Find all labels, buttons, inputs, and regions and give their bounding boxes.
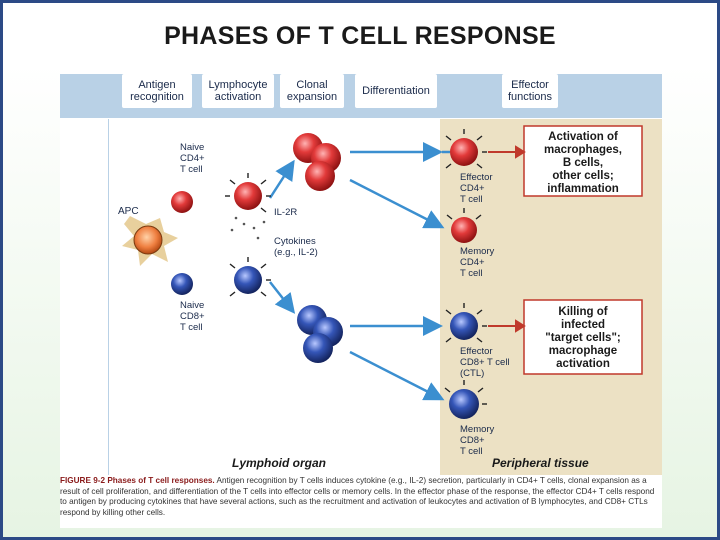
- effector-cd4-cell: [445, 129, 487, 169]
- cd8-effect-line-4: macrophage: [549, 345, 617, 357]
- phase-clonal-expansion: Clonal expansion: [280, 74, 344, 108]
- phase-antigen-recognition: Antigen recognition: [122, 74, 192, 108]
- effector-cd4-label-3: T cell: [460, 194, 483, 205]
- naive-cd4-label-3: T cell: [180, 164, 203, 175]
- effector-cd8-cell: [445, 303, 487, 343]
- memory-cd4-label-3: T cell: [460, 268, 483, 279]
- effector-cd8-label-1: Effector: [460, 346, 493, 357]
- memory-cd8-label-2: CD8+: [460, 435, 485, 446]
- cytokines-label-2: (e.g., IL-2): [274, 247, 318, 258]
- memory-cd8-cell: [444, 380, 487, 419]
- effector-cd8-label-2: CD8+ T cell: [460, 357, 510, 368]
- lymphoid-organ-label: Lymphoid organ: [232, 456, 326, 470]
- arrow-cd8-expand: [269, 281, 296, 314]
- activated-cd4-cell: [225, 173, 271, 213]
- cd4-effect-line-4: other cells;: [552, 170, 613, 182]
- naive-cd4-label-2: CD4+: [180, 153, 205, 164]
- memory-cd4-label-2: CD4+: [460, 257, 485, 268]
- lymphoid-divider: [108, 119, 109, 475]
- cd4-effect-box: [523, 125, 643, 197]
- cytokine-dots: [230, 216, 266, 240]
- arrow-cd8-memory: [349, 350, 445, 401]
- apc-label: APC: [118, 206, 139, 217]
- flow-arrows: [268, 142, 450, 401]
- cd8-effect-line-3: "target cells";: [545, 332, 620, 344]
- effector-cd8-label-3: (CTL): [460, 368, 484, 379]
- naive-cd8-label-2: CD8+: [180, 311, 205, 322]
- naive-cd4-label-1: Naive: [180, 142, 204, 153]
- cd4-effect-line-5: inflammation: [547, 183, 619, 195]
- memory-cd4-cell: [446, 208, 482, 243]
- figure-panel: Antigen recognition Lymphocyte activatio…: [60, 68, 662, 528]
- cd8-effect-line-2: infected: [561, 319, 605, 331]
- t-cell-diagram: APC Naive CD4+ T cell Naive CD8+ T cell …: [118, 125, 643, 457]
- expanded-cd4-cells: [293, 133, 341, 191]
- naive-cd4-cell: [171, 191, 193, 213]
- il2r-label: IL-2R: [274, 207, 297, 218]
- memory-cd8-label-3: T cell: [460, 446, 483, 457]
- naive-cd8-cell: [171, 273, 193, 295]
- cd4-effect-line-3: B cells,: [563, 157, 603, 169]
- phase-differentiation: Differentiation: [355, 74, 437, 108]
- cd4-effect-line-1: Activation of: [548, 131, 618, 143]
- cd8-effect-box: [523, 299, 643, 375]
- cd8-effect-line-1: Killing of: [558, 306, 607, 318]
- expanded-cd8-cells: [297, 305, 343, 363]
- effector-cd4-label-1: Effector: [460, 172, 493, 183]
- memory-cd4-label-1: Memory: [460, 246, 495, 257]
- peripheral-tissue-label: Peripheral tissue: [492, 456, 589, 470]
- apc-cell: [122, 216, 178, 266]
- figure-caption: FIGURE 9-2 Phases of T cell responses. A…: [60, 476, 662, 518]
- memory-cd8-label-1: Memory: [460, 424, 495, 435]
- cd8-effect-line-5: activation: [556, 358, 610, 370]
- caption-text: Antigen recognition by T cells induces c…: [60, 476, 655, 517]
- caption-figure-label: FIGURE 9-2 Phases of T cell responses.: [60, 476, 215, 485]
- arrow-cd4-expand: [268, 159, 295, 199]
- cytokines-label-1: Cytokines: [274, 236, 316, 247]
- phase-lymphocyte-activation: Lymphocyte activation: [202, 74, 274, 108]
- naive-cd8-label-3: T cell: [180, 322, 203, 333]
- slide-title: PHASES OF T CELL RESPONSE: [164, 22, 556, 50]
- naive-cd8-label-1: Naive: [180, 300, 204, 311]
- arrow-cd4-memory: [349, 178, 445, 229]
- phase-effector-functions: Effector functions: [502, 74, 558, 108]
- effector-cd4-label-2: CD4+: [460, 183, 485, 194]
- activated-cd8-cell: [229, 257, 271, 297]
- cd4-effect-line-2: macrophages,: [544, 144, 622, 156]
